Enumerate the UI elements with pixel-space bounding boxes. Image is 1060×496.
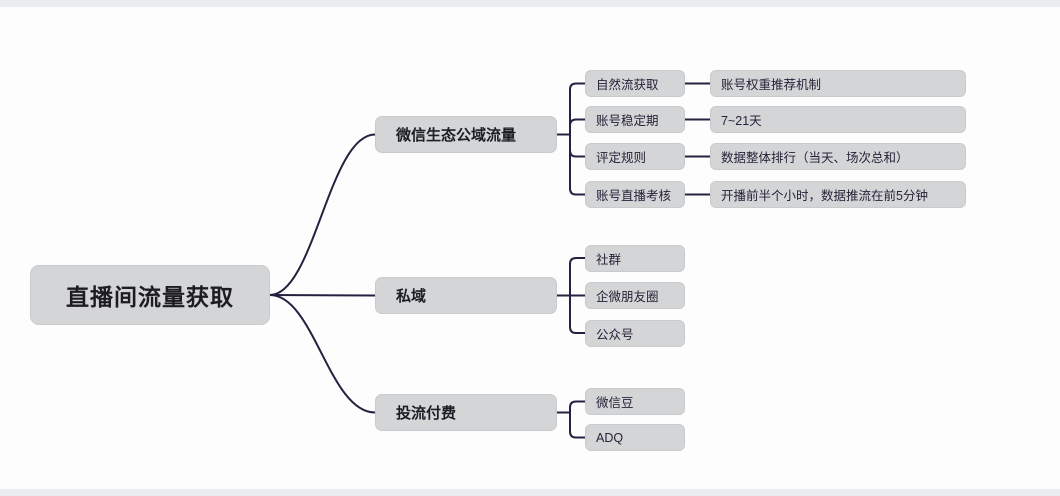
- mindmap-leaf-node[interactable]: 企微朋友圈: [585, 282, 685, 309]
- mindmap-detail-node[interactable]: 7~21天: [710, 106, 966, 133]
- connector-path: [569, 133, 586, 196]
- connector-path: [569, 411, 586, 439]
- mindmap-leaf-node-label: ADQ: [596, 430, 624, 445]
- mindmap-branch-node[interactable]: 私域: [375, 277, 557, 314]
- mindmap-detail-node-label: 数据整体排行（当天、场次总和）: [721, 151, 909, 165]
- mindmap-leaf-node-label: 评定规则: [596, 151, 647, 165]
- mindmap-leaf-node-label: 企微朋友圈: [596, 290, 659, 304]
- mindmap-root-label: 直播间流量获取: [66, 284, 234, 310]
- mindmap-detail-node[interactable]: 账号权重推荐机制: [710, 70, 966, 97]
- mindmap-leaf-node[interactable]: 自然流获取: [585, 70, 685, 97]
- connector-path: [269, 294, 376, 414]
- mindmap-leaf-node[interactable]: 账号稳定期: [585, 106, 685, 133]
- connector-path: [269, 133, 376, 296]
- connector-path: [569, 118, 586, 136]
- mindmap-leaf-node[interactable]: 公众号: [585, 319, 685, 347]
- mindmap-detail-node-label: 账号权重推荐机制: [721, 78, 822, 92]
- mindmap-leaf-node-label: 公众号: [596, 327, 634, 342]
- mindmap-detail-node-label: 开播前半个小时，数据推流在前5分钟: [721, 189, 928, 203]
- mindmap-leaf-node-label: 账号稳定期: [596, 114, 659, 128]
- mindmap-root-node[interactable]: 直播间流量获取: [30, 265, 270, 325]
- mindmap-detail-node-label: 7~21天: [721, 114, 762, 128]
- top-band: [0, 0, 1060, 7]
- connector-path: [569, 400, 586, 414]
- connector-path: [569, 133, 586, 158]
- mindmap-leaf-node-label: 微信豆: [596, 396, 634, 410]
- mindmap-branch-node[interactable]: 投流付费: [375, 394, 557, 431]
- connector-path: [569, 257, 586, 297]
- mindmap-branch-node-label: 微信生态公域流量: [396, 127, 517, 144]
- mindmap-leaf-node-label: 自然流获取: [596, 78, 659, 92]
- connector-path: [569, 82, 586, 136]
- mindmap-leaf-node[interactable]: 社群: [585, 244, 685, 272]
- mindmap-detail-node[interactable]: 开播前半个小时，数据推流在前5分钟: [710, 181, 966, 208]
- mindmap-branch-node[interactable]: 微信生态公域流量: [375, 116, 557, 153]
- connector-path: [569, 294, 586, 334]
- bottom-band: [0, 489, 1060, 496]
- mindmap-leaf-node-label: 社群: [596, 252, 622, 267]
- mindmap-branch-node-label: 投流付费: [396, 405, 457, 422]
- mindmap-leaf-node[interactable]: 评定规则: [585, 143, 685, 170]
- mindmap-leaf-node-label: 账号直播考核: [596, 189, 672, 203]
- connector-path: [269, 294, 376, 297]
- mindmap-detail-node[interactable]: 数据整体排行（当天、场次总和）: [710, 143, 966, 170]
- mindmap-leaf-node[interactable]: 微信豆: [585, 388, 685, 415]
- mindmap-leaf-node[interactable]: ADQ: [585, 424, 685, 451]
- mindmap-leaf-node[interactable]: 账号直播考核: [585, 181, 685, 208]
- mindmap-branch-node-label: 私域: [396, 288, 427, 305]
